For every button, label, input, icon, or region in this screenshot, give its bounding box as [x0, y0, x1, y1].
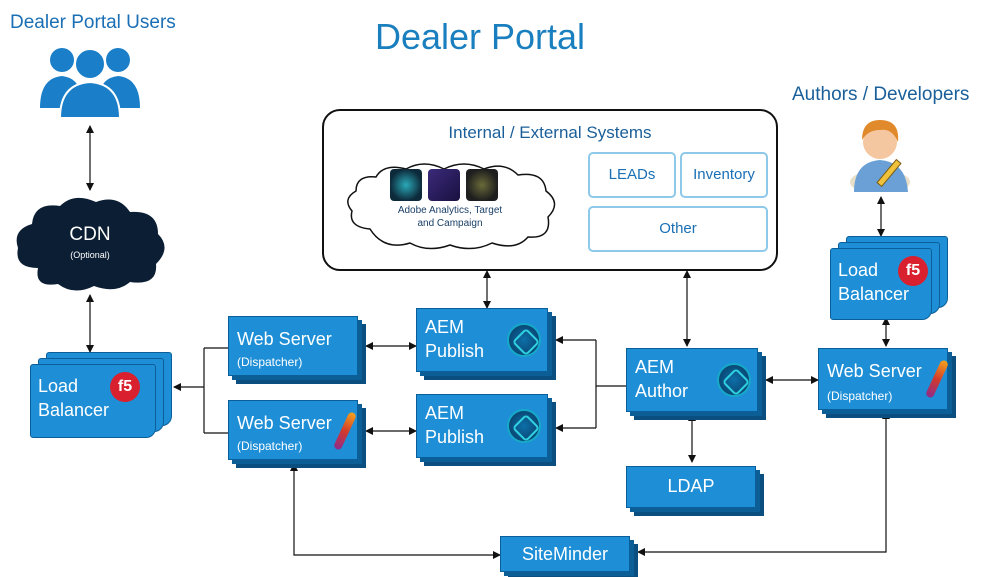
wsa-line2: (Dispatcher) — [827, 389, 893, 403]
system-leads: LEADs — [588, 152, 676, 198]
pub2-line1: AEM — [425, 403, 465, 423]
lb-author-line2: Balancer — [838, 284, 910, 304]
apache-feather-icon — [924, 359, 950, 399]
ldap: LDAP — [626, 466, 756, 508]
lb-left-line2: Balancer — [38, 400, 110, 420]
aem-publish-1: AEM Publish — [416, 308, 548, 372]
author-line2: Author — [635, 381, 689, 401]
web-server-2: Web Server (Dispatcher) — [228, 400, 358, 460]
f5-icon: f5 — [110, 372, 140, 402]
aem-author: AEM Author — [626, 348, 758, 412]
wsa-line1: Web Server — [827, 361, 922, 381]
aem-icon — [507, 409, 541, 443]
pub1-line2: Publish — [425, 341, 485, 361]
siteminder: SiteMinder — [500, 536, 630, 572]
adobe-label-line2: and Campaign — [417, 218, 483, 229]
link-siteminder-wsa — [637, 411, 890, 556]
lb-left-line1: Load — [38, 376, 79, 396]
cloud-icon — [16, 197, 165, 291]
aem-icon — [717, 363, 751, 397]
page-title: Dealer Portal — [374, 16, 586, 57]
aem-icon — [507, 323, 541, 357]
internal-external-systems-panel: Internal / External Systems Adobe Analyt… — [322, 109, 778, 271]
ws2-line1: Web Server — [237, 413, 332, 433]
f5-icon: f5 — [898, 256, 928, 286]
ws1-line1: Web Server — [237, 329, 332, 349]
author-line1: AEM — [635, 357, 675, 377]
link-ws2-siteminder — [290, 463, 501, 559]
adobe-analytics-icon — [428, 169, 460, 201]
adobe-label-line1: Adobe Analytics, Target — [397, 205, 503, 216]
authors-label: Authors / Developers — [792, 84, 970, 105]
pub1-line1: AEM — [425, 317, 465, 337]
ws1-line2: (Dispatcher) — [237, 355, 303, 369]
users-icon — [40, 48, 140, 118]
siteminder-label: SiteMinder — [521, 544, 609, 564]
aem-publish-2: AEM Publish — [416, 394, 548, 458]
ldap-label: LDAP — [667, 476, 715, 496]
system-other: Other — [588, 206, 768, 252]
load-balancer-author: Load Balancer f5 — [830, 236, 950, 320]
system-inventory: Inventory — [680, 152, 768, 198]
adobe-target-icon — [390, 169, 422, 201]
adobe-campaign-icon — [466, 169, 498, 201]
lb-author-line1: Load — [838, 260, 879, 280]
apache-feather-icon — [332, 411, 358, 451]
cdn-title: CDN — [69, 224, 111, 245]
users-label: Dealer Portal Users — [10, 12, 176, 33]
internal-systems-title: Internal / External Systems — [448, 123, 652, 142]
ws2-line2: (Dispatcher) — [237, 439, 303, 453]
web-server-1: Web Server (Dispatcher) — [228, 316, 358, 376]
load-balancer-left: Load Balancer f5 — [30, 352, 174, 438]
pub2-line2: Publish — [425, 427, 485, 447]
cdn-subtitle: (Optional) — [70, 250, 110, 260]
web-server-author: Web Server (Dispatcher) — [818, 348, 950, 410]
author-person-icon — [850, 120, 910, 192]
